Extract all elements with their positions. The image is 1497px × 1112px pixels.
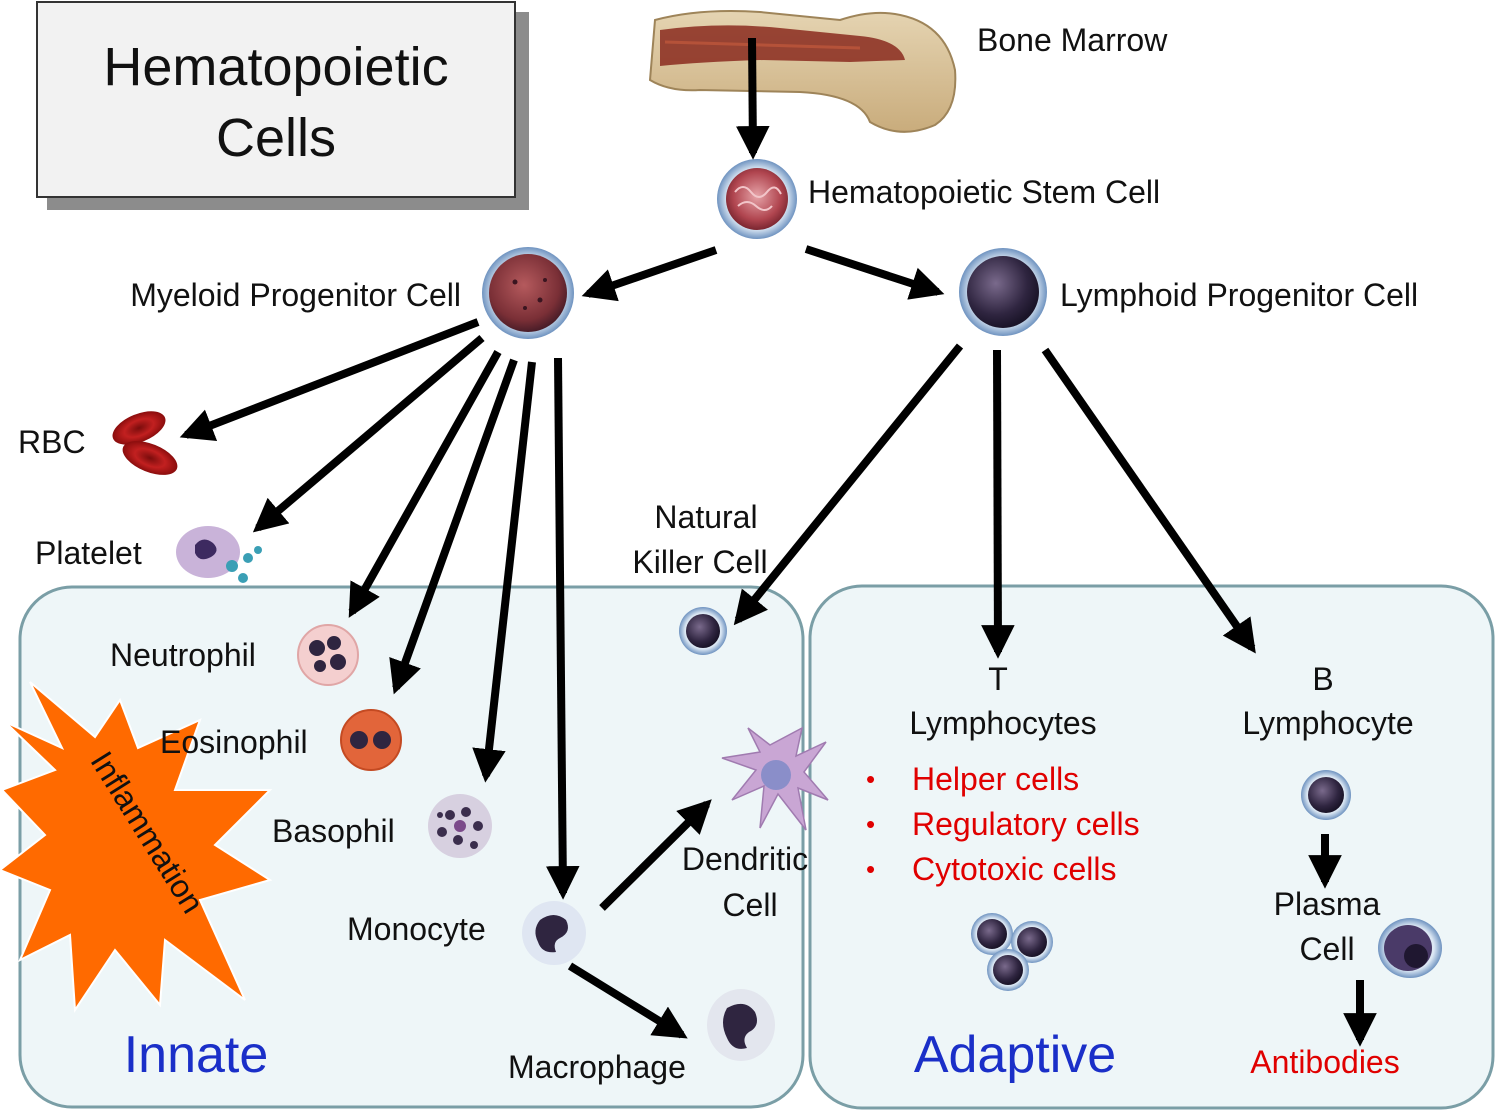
neutrophil-icon	[297, 624, 359, 686]
monocyte-icon	[522, 901, 586, 965]
platelet-label: Platelet	[35, 535, 142, 571]
antibodies-label: Antibodies	[1250, 1044, 1399, 1080]
t-label-2: Lymphocytes	[909, 705, 1096, 741]
basophil-icon	[428, 794, 492, 858]
arrow-stem-to-myeloid	[581, 246, 718, 302]
arrow-myeloid-to-neutrophil	[348, 350, 502, 618]
adaptive-panel	[808, 584, 1495, 1110]
bullet: •	[866, 854, 875, 884]
b-lymphocyte-icon	[1301, 770, 1351, 820]
lymphoid-label: Lymphoid Progenitor Cell	[1060, 277, 1418, 313]
t-subtype-helper: Helper cells	[912, 761, 1079, 797]
arrow-lymphoid-to-b	[1041, 347, 1256, 654]
b-label-2: Lymphocyte	[1242, 705, 1413, 741]
b-label-1: B	[1312, 661, 1333, 697]
arrow-myeloid-to-platelet	[252, 334, 485, 533]
arrow-monocyte-to-dendritic	[599, 799, 712, 911]
dendritic-label-1: Dendritic	[682, 841, 808, 877]
bullet: •	[866, 764, 875, 794]
lymphoid-progenitor-icon	[959, 248, 1047, 336]
rbc-label: RBC	[18, 424, 86, 460]
arrow-monocyte-to-macrophage	[567, 962, 688, 1039]
neutrophil-label: Neutrophil	[110, 637, 256, 673]
t-subtype-cytotoxic: Cytotoxic cells	[912, 851, 1117, 887]
myeloid-label: Myeloid Progenitor Cell	[130, 277, 461, 313]
plasma-cell-icon	[1378, 918, 1442, 978]
macrophage-icon	[707, 989, 775, 1061]
myeloid-progenitor-icon	[482, 247, 574, 339]
red-blood-cell-icon	[112, 411, 178, 475]
nk-label-1: Natural	[654, 499, 757, 535]
nk-cell-icon	[679, 607, 727, 655]
plasma-label-1: Plasma	[1274, 886, 1381, 922]
arrow-stem-to-lymphoid	[804, 245, 945, 300]
title-line-1: Hematopoietic	[103, 37, 448, 97]
bone-marrow-icon	[648, 10, 957, 133]
eosinophil-icon	[340, 709, 402, 771]
macrophage-label: Macrophage	[508, 1049, 686, 1085]
stem-cell-icon	[717, 159, 797, 239]
title-line-2: Cells	[216, 108, 336, 168]
arrow-myeloid-to-monocyte	[545, 357, 580, 900]
monocyte-label: Monocyte	[347, 911, 486, 947]
nk-label-2: Killer Cell	[632, 544, 767, 580]
platelet-icon	[176, 526, 262, 583]
arrow-myeloid-to-eosinophil	[389, 358, 518, 695]
t-subtype-list: • Helper cells • Regulatory cells • Cyto…	[866, 761, 1140, 887]
arrow-lymphoid-to-t	[981, 349, 1015, 659]
arrow-bone-to-stem	[735, 37, 770, 160]
arrows	[179, 37, 1377, 1047]
plasma-label-2: Cell	[1299, 931, 1354, 967]
t-lymphocyte-icon	[971, 913, 1053, 991]
innate-label: Innate	[124, 1026, 269, 1084]
t-label-1: T	[988, 661, 1008, 697]
arrow-lymphoid-to-nk	[733, 343, 964, 626]
t-subtype-regulatory: Regulatory cells	[912, 806, 1140, 842]
eosinophil-label: Eosinophil	[160, 724, 308, 760]
bullet: •	[866, 809, 875, 839]
arrow-myeloid-to-basophil	[472, 361, 536, 783]
title-box: Hematopoietic Cells	[36, 1, 529, 210]
dendritic-cell-icon	[721, 726, 829, 831]
bone-marrow-label: Bone Marrow	[977, 22, 1168, 58]
stem-cell-label: Hematopoietic Stem Cell	[808, 174, 1160, 210]
dendritic-label-2: Cell	[722, 887, 777, 923]
basophil-label: Basophil	[272, 813, 395, 849]
arrow-myeloid-to-rbc	[179, 318, 480, 441]
adaptive-label: Adaptive	[914, 1026, 1116, 1084]
